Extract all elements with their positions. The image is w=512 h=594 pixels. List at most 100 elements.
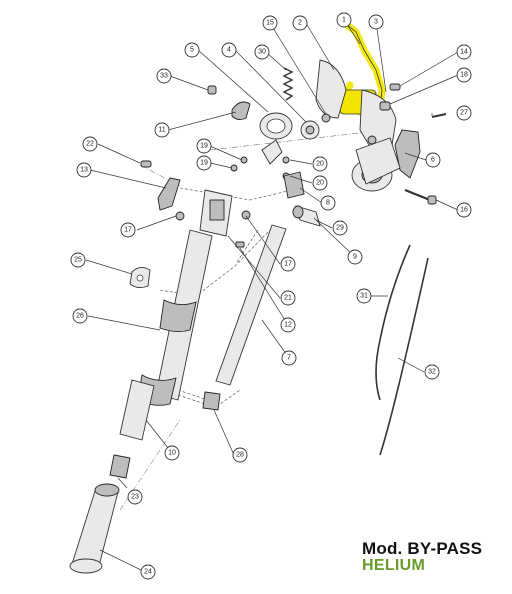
callout-19a: 19 xyxy=(196,138,212,154)
callout-30: 30 xyxy=(254,44,270,60)
svg-text:29: 29 xyxy=(336,225,344,232)
svg-text:3: 3 xyxy=(374,19,378,26)
svg-text:22: 22 xyxy=(86,141,94,148)
callout-5: 5 xyxy=(184,42,200,58)
callout-20b: 20 xyxy=(312,175,328,191)
svg-text:1: 1 xyxy=(342,17,346,24)
callout-10: 10 xyxy=(164,445,180,461)
svg-text:4: 4 xyxy=(227,47,231,54)
callout-33: 33 xyxy=(156,68,172,84)
svg-text:5: 5 xyxy=(190,47,194,54)
leader-lines xyxy=(85,19,459,571)
callout-23: 23 xyxy=(127,489,143,505)
callout-13: 13 xyxy=(76,162,92,178)
part-25-clip-ring xyxy=(129,267,151,289)
svg-text:17: 17 xyxy=(284,261,292,268)
part-8-block xyxy=(283,171,305,199)
part-13-side-lever xyxy=(157,177,181,211)
svg-text:11: 11 xyxy=(158,127,165,134)
part-17-spacer xyxy=(175,210,251,221)
svg-text:21: 21 xyxy=(284,295,292,302)
upper-clamp-block xyxy=(199,189,233,237)
part-4-bushing xyxy=(300,120,320,140)
callout-6: 6 xyxy=(425,152,441,168)
svg-text:18: 18 xyxy=(460,72,468,79)
callout-27: 27 xyxy=(456,105,472,121)
callout-19b: 19 xyxy=(196,155,212,171)
callout-4: 4 xyxy=(221,42,237,58)
part-23-ferrule xyxy=(109,454,131,479)
svg-text:14: 14 xyxy=(460,49,468,56)
part-22-small-bolt xyxy=(140,160,152,168)
svg-text:25: 25 xyxy=(74,257,82,264)
part-33-nut xyxy=(207,85,217,95)
part-10-lower-tube xyxy=(119,379,155,441)
model-name: Mod. BY-PASS xyxy=(362,539,483,558)
part-28-end-cap xyxy=(202,391,221,411)
svg-text:30: 30 xyxy=(258,49,266,56)
callout-25: 25 xyxy=(70,252,86,268)
svg-text:20: 20 xyxy=(316,161,324,168)
part-19-20-fasteners xyxy=(230,139,290,180)
svg-text:23: 23 xyxy=(131,494,139,501)
svg-text:33: 33 xyxy=(160,73,168,80)
part-15-screw xyxy=(321,113,331,123)
callout-20a: 20 xyxy=(312,156,328,172)
part-31-cable xyxy=(375,244,411,401)
svg-text:31: 31 xyxy=(360,293,368,300)
callout-14: 14 xyxy=(456,44,472,60)
svg-text:13: 13 xyxy=(80,167,88,174)
callout-9: 9 xyxy=(347,249,363,265)
callout-24: 24 xyxy=(140,564,156,580)
part-16-long-bolt xyxy=(404,188,437,205)
callout-32: 32 xyxy=(424,364,440,380)
svg-text:12: 12 xyxy=(284,322,292,329)
callout-31: 31 xyxy=(356,288,372,304)
svg-text:10: 10 xyxy=(168,450,176,457)
part-27-pin xyxy=(431,113,447,118)
part-11-clip xyxy=(231,101,251,121)
callout-29: 29 xyxy=(332,220,348,236)
callout-16: 16 xyxy=(456,202,472,218)
part-18-nut xyxy=(379,101,391,111)
callout-8: 8 xyxy=(320,195,336,211)
svg-text:6: 6 xyxy=(431,157,435,164)
callout-15: 15 xyxy=(262,15,278,31)
svg-text:20: 20 xyxy=(316,180,324,187)
callout-17a: 17 xyxy=(120,222,136,238)
svg-text:9: 9 xyxy=(353,254,357,261)
svg-text:19: 19 xyxy=(200,143,208,150)
callout-21: 21 xyxy=(280,290,296,306)
part-2-guard-plate xyxy=(315,59,347,119)
callout-22: 22 xyxy=(82,136,98,152)
svg-text:16: 16 xyxy=(460,207,468,214)
svg-text:27: 27 xyxy=(460,110,468,117)
callout-11: 11 xyxy=(154,122,170,138)
callout-26: 26 xyxy=(72,308,88,324)
part-7-inner-bar xyxy=(215,224,287,386)
part-5-collar-ring xyxy=(259,112,293,140)
svg-text:24: 24 xyxy=(144,569,152,576)
svg-text:8: 8 xyxy=(326,200,330,207)
svg-text:32: 32 xyxy=(428,369,436,376)
callout-28: 28 xyxy=(232,447,248,463)
part-12-pin xyxy=(235,241,245,248)
callout-7: 7 xyxy=(281,350,297,366)
svg-text:26: 26 xyxy=(76,313,84,320)
svg-text:15: 15 xyxy=(266,20,274,27)
callout-17b: 17 xyxy=(280,256,296,272)
callout-1: 1 xyxy=(336,12,352,28)
svg-text:28: 28 xyxy=(236,452,244,459)
part-30-spring xyxy=(282,67,294,101)
callout-12: 12 xyxy=(280,317,296,333)
part-32-cable xyxy=(379,257,429,456)
part-14-screw xyxy=(389,83,401,91)
head-housing xyxy=(351,135,401,192)
callout-3: 3 xyxy=(368,14,384,30)
svg-text:19: 19 xyxy=(200,160,208,167)
part-29-roller xyxy=(292,205,321,227)
callout-18: 18 xyxy=(456,67,472,83)
part-26-outer-tube xyxy=(137,229,213,406)
svg-text:2: 2 xyxy=(298,20,302,27)
